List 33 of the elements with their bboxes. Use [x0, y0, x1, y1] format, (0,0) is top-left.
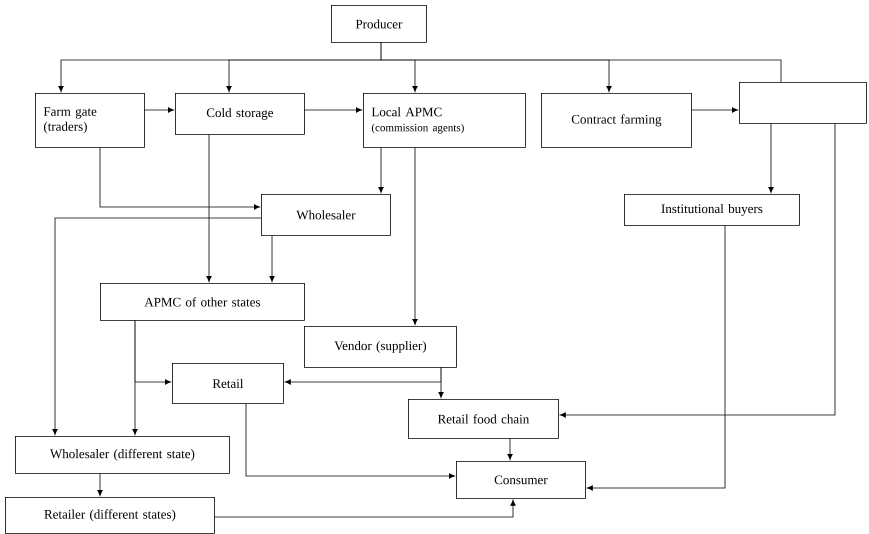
process-box: Retail food chain: [408, 398, 559, 439]
arrow: [586, 225, 726, 491]
arrow: [768, 123, 774, 193]
process-box: Consumer: [456, 460, 586, 499]
arrow: [438, 367, 444, 398]
arrow: [134, 320, 171, 385]
arrow: [269, 235, 275, 282]
arrow: [246, 403, 455, 479]
process-box: Retailer (different states): [5, 496, 215, 534]
arrow: [378, 147, 384, 193]
arrow: [100, 147, 260, 210]
arrow: [97, 473, 103, 496]
process-box: Producer: [331, 4, 427, 43]
process-box: Local APMC (commission agents): [363, 92, 526, 148]
arrow: [214, 500, 516, 518]
process-box: Institutional buyers: [624, 194, 800, 226]
arrow: [560, 123, 836, 418]
process-box: Cold storage: [175, 92, 305, 135]
process-box: Vendor (supplier): [304, 326, 457, 368]
arrow: [507, 438, 513, 460]
arrow: [691, 107, 738, 113]
arrow: [52, 218, 262, 435]
process-box: Retail: [172, 362, 284, 404]
arrow: [304, 107, 362, 113]
process-box: Wholesaler (different state): [15, 436, 230, 474]
arrow: [206, 134, 212, 282]
process-box: Contract farming: [541, 92, 692, 148]
process-box: APMC of other states: [100, 282, 305, 321]
empty-box: [739, 82, 867, 124]
process-box: Wholesaler: [261, 194, 391, 236]
arrow: [144, 107, 174, 113]
arrow: [412, 147, 418, 325]
process-box: Farm gate (traders): [35, 92, 145, 148]
